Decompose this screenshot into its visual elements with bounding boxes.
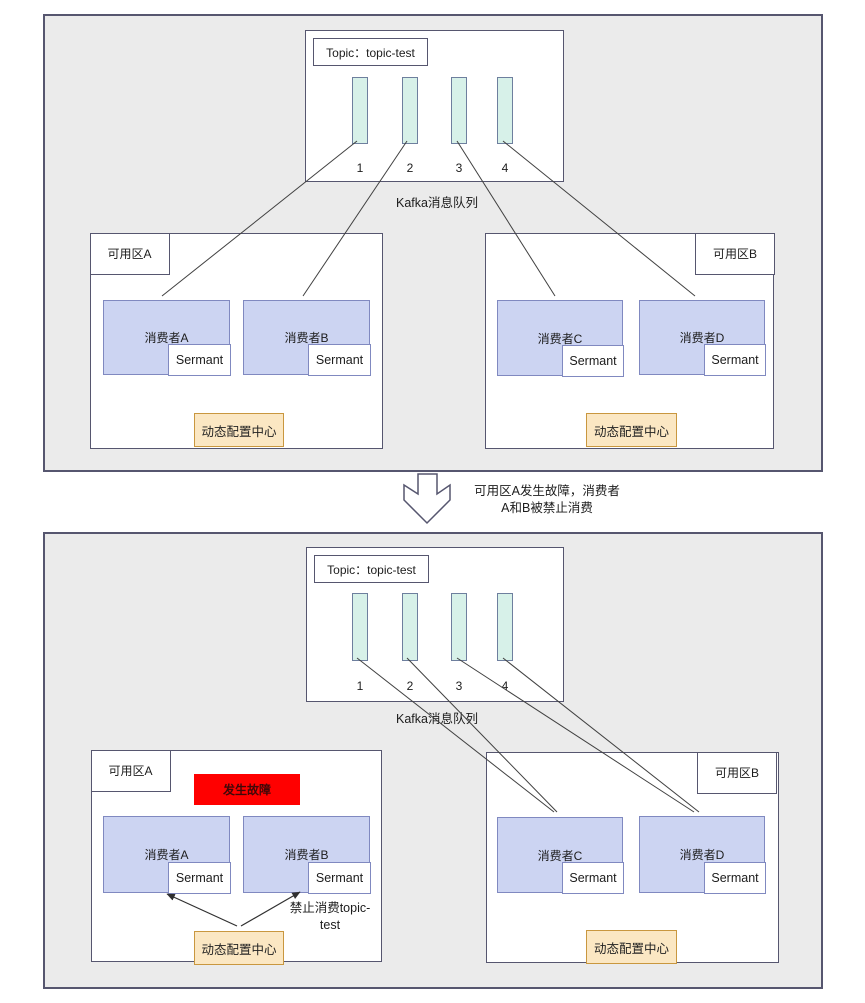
partition-number: 1 (356, 161, 364, 175)
sermant-label: Sermant (175, 353, 224, 367)
consumer-d-label: 消费者D (679, 331, 725, 345)
partition-3 (451, 77, 467, 144)
sermant-agent: Sermant (308, 344, 371, 376)
kafka-caption-after: Kafka消息队列 (396, 712, 478, 726)
zone-b-before: 可用区B 消费者C Sermant 消费者D Sermant 动态配置中心 (485, 232, 775, 449)
config-center-b-before: 动态配置中心 (586, 413, 677, 447)
partition-1 (352, 77, 368, 144)
topic-text: Topic：topic-test (327, 562, 416, 577)
sermant-label: Sermant (569, 871, 617, 885)
consumer-a: 消费者A Sermant (103, 816, 231, 894)
topic-label-before: Topic：topic-test (313, 38, 428, 66)
partition-4 (497, 77, 513, 144)
config-center-label: 动态配置中心 (593, 941, 669, 956)
zone-b-label-box: 可用区B (695, 232, 775, 275)
zone-a-after: 可用区A 发生故障 消费者A Sermant 消费者B Sermant 禁止消费… (90, 749, 382, 965)
consumer-a: 消费者A Sermant (103, 300, 231, 376)
partition-number: 1 (356, 679, 364, 693)
sermant-agent: Sermant (168, 344, 231, 376)
kafka-box-before: Topic：topic-test 1 2 3 4 (305, 30, 564, 182)
consumer-c-label: 消费者C (537, 331, 583, 346)
ban-note-line2: test (319, 918, 341, 932)
partition-4 (497, 593, 513, 661)
sermant-label: Sermant (315, 871, 364, 885)
zone-a-label-box: 可用区A (89, 232, 170, 275)
down-arrow-icon (403, 473, 451, 525)
after-section: Topic：topic-test 1 2 3 4 Kafka消息队列 可用区A … (43, 532, 823, 989)
transition-note: 可用区A发生故障，消费者 A和B被禁止消费 (452, 483, 642, 517)
config-center-b-after: 动态配置中心 (586, 930, 677, 964)
consumer-b-label: 消费者B (284, 848, 329, 862)
consumer-c: 消费者C Sermant (497, 817, 624, 894)
partition-3 (451, 593, 467, 661)
sermant-label: Sermant (711, 353, 759, 367)
sermant-agent: Sermant (562, 345, 624, 377)
sermant-label: Sermant (315, 353, 364, 367)
ban-note-line1: 禁止消费topic- (289, 901, 371, 915)
zone-a-before: 可用区A 消费者A Sermant 消费者B Sermant 动态配置中心 (89, 232, 383, 449)
config-center-label: 动态配置中心 (201, 424, 277, 439)
partition-number: 3 (455, 679, 463, 693)
consumer-d-label: 消费者D (679, 848, 725, 862)
ban-note: 禁止消费topic- test (260, 900, 400, 934)
sermant-agent: Sermant (168, 862, 231, 894)
consumer-c: 消费者C Sermant (497, 300, 624, 377)
sermant-label: Sermant (175, 871, 224, 885)
zone-b-label-box: 可用区B (697, 751, 777, 794)
partition-number: 2 (406, 161, 414, 175)
partition-number: 4 (501, 679, 509, 693)
partition-number: 2 (406, 679, 414, 693)
consumer-b: 消费者B Sermant (243, 816, 371, 894)
consumer-a-label: 消费者A (144, 848, 189, 862)
sermant-label: Sermant (569, 354, 617, 368)
consumer-a-label: 消费者A (144, 331, 189, 345)
partition-2 (402, 77, 418, 144)
consumer-d: 消费者D Sermant (639, 816, 766, 894)
zone-b-label: 可用区B (714, 766, 759, 780)
zone-b-label: 可用区B (712, 247, 757, 261)
partition-number: 3 (455, 161, 463, 175)
consumer-d: 消费者D Sermant (639, 300, 766, 376)
sermant-agent: Sermant (308, 862, 371, 894)
sermant-label: Sermant (711, 871, 759, 885)
zone-a-label: 可用区A (107, 247, 152, 261)
before-section: Topic：topic-test 1 2 3 4 Kafka消息队列 可用区A … (43, 14, 823, 472)
consumer-b-label: 消费者B (284, 331, 329, 345)
config-center-a-before: 动态配置中心 (194, 413, 284, 447)
partition-number: 4 (501, 161, 509, 175)
zone-b-after: 可用区B 消费者C Sermant 消费者D Sermant 动态配置中心 (486, 751, 779, 964)
config-center-label: 动态配置中心 (593, 424, 669, 439)
topic-label-after: Topic：topic-test (314, 555, 429, 583)
transition-note-line1: 可用区A发生故障，消费者 (474, 484, 620, 498)
partition-2 (402, 593, 418, 661)
sermant-agent: Sermant (562, 862, 624, 894)
kafka-caption-before: Kafka消息队列 (396, 196, 478, 210)
kafka-box-after: Topic：topic-test 1 2 3 4 (306, 547, 564, 702)
transition-note-line2: A和B被禁止消费 (501, 501, 593, 515)
sermant-agent: Sermant (704, 862, 766, 894)
zone-a-label: 可用区A (108, 764, 153, 778)
sermant-agent: Sermant (704, 344, 766, 376)
topic-text: Topic：topic-test (326, 45, 415, 60)
fault-banner: 发生故障 (194, 774, 300, 805)
config-center-a-after: 动态配置中心 (194, 931, 284, 965)
consumer-c-label: 消费者C (537, 848, 583, 863)
consumer-b: 消费者B Sermant (243, 300, 371, 376)
zone-a-label-box: 可用区A (90, 749, 171, 792)
partition-1 (352, 593, 368, 661)
config-center-label: 动态配置中心 (201, 942, 277, 957)
fault-label: 发生故障 (222, 783, 271, 797)
